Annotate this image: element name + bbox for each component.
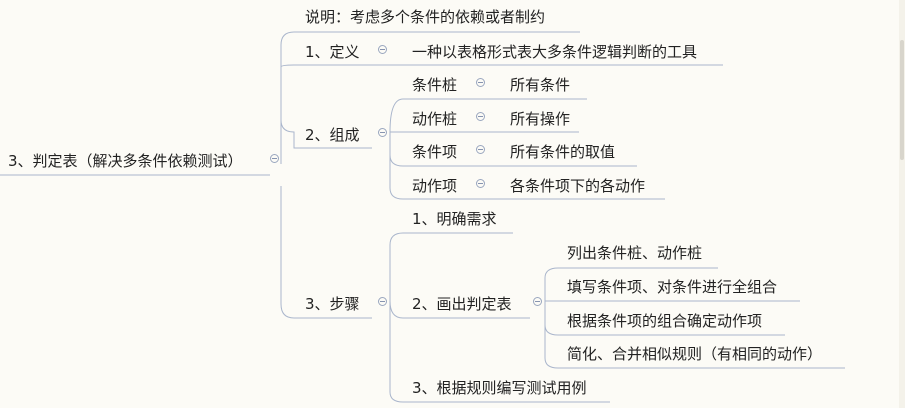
definition-text[interactable]: 一种以表格形式表大多条件逻辑判断的工具 [412, 43, 698, 61]
steps-topic[interactable]: 3、步骤 [305, 295, 360, 313]
composition-topic[interactable]: 2、组成 [305, 126, 360, 144]
collapse-icon[interactable] [476, 145, 485, 154]
collapse-icon[interactable] [476, 112, 485, 121]
definition-topic[interactable]: 1、定义 [305, 43, 360, 61]
note-topic[interactable]: 说明：考虑多个条件的依赖或者制约 [305, 8, 546, 26]
composition-item-text[interactable]: 各条件项下的各动作 [510, 177, 646, 195]
composition-item-text[interactable]: 所有条件的取值 [510, 143, 616, 161]
collapse-icon[interactable] [476, 179, 485, 188]
collapse-icon[interactable] [270, 154, 279, 163]
vertical-scrollbar[interactable] [899, 0, 905, 408]
scrollbar-thumb[interactable] [900, 40, 904, 160]
root-topic[interactable]: 3、判定表（解决多条件依赖测试） [8, 152, 243, 170]
step-2[interactable]: 2、画出判定表 [412, 295, 512, 313]
collapse-icon[interactable] [476, 78, 485, 87]
collapse-icon[interactable] [378, 297, 387, 306]
step-2-item[interactable]: 简化、合并相似规则（有相同的动作） [567, 345, 823, 363]
collapse-icon[interactable] [378, 45, 387, 54]
collapse-icon[interactable] [533, 297, 542, 306]
step-2-item[interactable]: 列出条件桩、动作桩 [567, 244, 703, 262]
composition-item-text[interactable]: 所有操作 [510, 110, 571, 128]
step-3[interactable]: 3、根据规则编写测试用例 [412, 379, 587, 397]
collapse-icon[interactable] [378, 128, 387, 137]
step-2-item[interactable]: 填写条件项、对条件进行全组合 [567, 278, 778, 296]
composition-item-text[interactable]: 所有条件 [510, 76, 571, 94]
step-2-item[interactable]: 根据条件项的组合确定动作项 [567, 312, 763, 330]
composition-item-label[interactable]: 动作项 [412, 177, 458, 195]
composition-item-label[interactable]: 条件桩 [412, 76, 458, 94]
composition-item-label[interactable]: 条件项 [412, 143, 458, 161]
step-1[interactable]: 1、明确需求 [412, 210, 497, 228]
composition-item-label[interactable]: 动作桩 [412, 110, 458, 128]
